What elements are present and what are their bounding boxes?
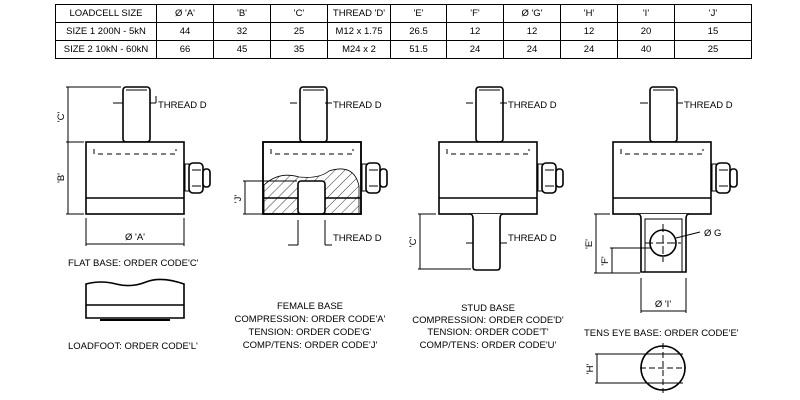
dim-b-label: 'B' — [56, 173, 67, 183]
table-header: 'J' — [674, 4, 752, 23]
thread-d-label: THREAD D — [333, 233, 382, 244]
stud-caption: TENSION: ORDER CODE'T' — [427, 327, 549, 338]
table-cell: 24 — [503, 40, 561, 59]
table-cell: 45 — [213, 40, 271, 59]
dim-g-label: Ø G — [704, 228, 721, 239]
thread-d-label: THREAD D — [333, 100, 382, 111]
thread-d-label: THREAD D — [508, 100, 557, 111]
stud-caption: COMP/TENS: ORDER CODE'U' — [420, 340, 557, 351]
dim-c-label: 'C' — [56, 112, 67, 123]
table-row: SIZE 2 10kN - 60kN 66 45 35 M24 x 2 51.5… — [55, 40, 752, 59]
dim-e-label: 'E' — [584, 239, 595, 249]
stud-caption: COMPRESSION: ORDER CODE'D' — [412, 315, 564, 326]
flat-base-view: THREAD D 'C' 'B' Ø 'A' FLAT BASE: ORDER … — [56, 86, 211, 269]
table-row: SIZE 1 200N - 5kN 44 32 25 M12 x 1.75 26… — [55, 22, 752, 41]
stud-base-view: THREAD D THREAD D 'C' STUD BASE COMPRESS… — [408, 86, 564, 351]
tens-eye-caption: TENS EYE BASE: ORDER CODE'E' — [584, 328, 739, 339]
thread-d-label: THREAD D — [508, 233, 557, 244]
tens-eye-base-view: Ø G THREAD D 'E' 'F' Ø 'I' TENS EYE BASE… — [584, 86, 739, 393]
thread-d-label: THREAD D — [684, 100, 733, 111]
dim-h-label: 'H' — [585, 364, 596, 375]
female-caption: FEMALE BASE — [277, 301, 343, 312]
dim-c-label: 'C' — [408, 237, 419, 248]
loadfoot-view: LOADFOOT: ORDER CODE'L' — [68, 278, 198, 352]
female-caption: TENSION: ORDER CODE'G' — [249, 327, 372, 338]
table-cell: 25 — [674, 40, 752, 59]
stud-caption: STUD BASE — [461, 303, 515, 314]
table-cell: SIZE 2 10kN - 60kN — [55, 40, 157, 59]
flat-base-caption: FLAT BASE: ORDER CODE'C' — [68, 258, 199, 269]
dim-i-label: Ø 'I' — [655, 299, 671, 310]
dim-f-label: 'F' — [600, 256, 611, 266]
thread-d-label: THREAD D — [158, 100, 207, 111]
table-cell: 24 — [446, 40, 504, 59]
dim-a-label: Ø 'A' — [125, 232, 145, 243]
table-header-row: LOADCELL SIZE Ø 'A' 'B' 'C' THREAD 'D' '… — [55, 4, 752, 23]
female-caption: COMPRESSION: ORDER CODE'A' — [235, 314, 386, 325]
loadfoot-caption: LOADFOOT: ORDER CODE'L' — [68, 341, 198, 352]
female-caption: COMP/TENS: ORDER CODE'J' — [243, 340, 378, 351]
dim-j-label: 'J' — [233, 195, 244, 204]
dimension-table: LOADCELL SIZE Ø 'A' 'B' 'C' THREAD 'D' '… — [55, 4, 752, 59]
table-cell: 40 — [617, 40, 675, 59]
female-base-view: THREAD D 'J' THREAD D FEMALE BASE COMPRE… — [233, 86, 388, 351]
